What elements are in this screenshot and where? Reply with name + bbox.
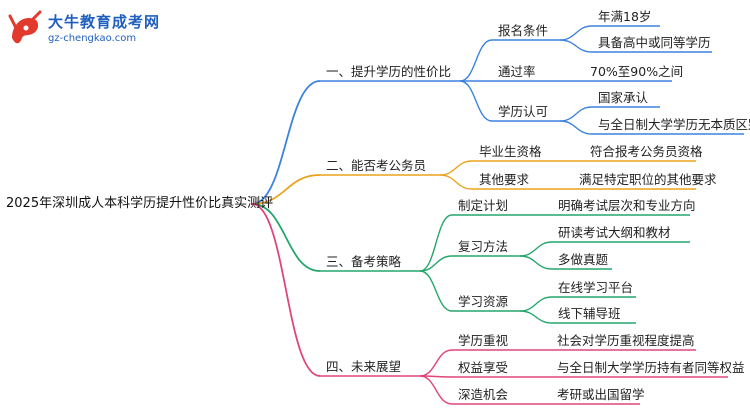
branch-3-sub-2-leaf-1: 研读考试大纲和教材 [558, 225, 671, 240]
branch-3-sub-3-link-leaf-2 [519, 310, 553, 324]
bull-logo-icon [8, 10, 42, 44]
branch-3-sub-2-link-leaf-2 [519, 255, 553, 270]
branch-3-link-sub-2 [419, 255, 453, 272]
branch-3-sub-3-leaf-2: 线下辅导班 [558, 306, 621, 321]
branch-1-sub-1-link-leaf-1 [559, 25, 593, 41]
branch-1-sub-2: 通过率 [498, 64, 536, 79]
branch-1-sub-3: 学历认可 [498, 104, 549, 119]
branch-4-sub-1: 学历重视 [458, 333, 509, 348]
logo: 大牛教育成考网 gz-chengkao.com [4, 6, 169, 56]
branch-3-link-sub-3 [419, 270, 453, 312]
branch-4-link-sub-1 [419, 349, 453, 377]
root-link-3 [251, 203, 321, 272]
logo-title: 大牛教育成考网 [48, 13, 161, 31]
branch-1-sub-1: 报名条件 [498, 23, 549, 38]
branch-2-label: 二、能否考公务员 [326, 158, 427, 173]
branch-4-sub-3: 深造机会 [458, 387, 509, 402]
root-link-2 [251, 174, 321, 205]
root-link-1 [251, 80, 321, 205]
branch-3-sub-3-leaf-1: 在线学习平台 [558, 280, 634, 295]
branch-2-link-sub-1 [439, 160, 473, 176]
branch-4-sub-2: 权益享受 [458, 360, 509, 375]
branch-2-link-sub-2 [439, 174, 473, 190]
branch-4-label: 四、未来展望 [326, 359, 402, 374]
logo-url: gz-chengkao.com [48, 33, 137, 44]
branch-1-sub-1-leaf-1: 年满18岁 [598, 9, 652, 24]
branch-4-sub-1-leaf-1: 社会对学历重视程度提高 [557, 333, 695, 348]
branch-1-label: 一、提升学历的性价比 [326, 64, 452, 79]
branch-2-sub-1-leaf-1: 符合报考公务员资格 [590, 144, 703, 159]
branch-1-sub-3-link-leaf-2 [559, 120, 593, 135]
branch-3-sub-2: 复习方法 [458, 239, 509, 254]
branch-3-sub-2-leaf-2: 多做真题 [558, 252, 609, 267]
branch-2-sub-1: 毕业生资格 [479, 144, 542, 159]
branch-3-link-sub-1 [419, 214, 453, 272]
branch-3-sub-2-link-leaf-1 [519, 241, 553, 257]
branch-1-sub-3-leaf-1: 国家承认 [598, 90, 649, 105]
branch-1-link-sub-3 [459, 80, 493, 122]
branch-2-sub-2-leaf-1: 满足特定职位的其他要求 [579, 172, 717, 187]
branch-2-sub-2: 其他要求 [479, 172, 530, 187]
branch-1-sub-1-leaf-2: 具备高中或同等学历 [598, 35, 711, 50]
branch-1-sub-2-leaf-1: 70%至90%之间 [590, 64, 684, 79]
branch-4-link-sub-3 [419, 375, 453, 405]
branch-3-sub-3-link-leaf-1 [519, 296, 553, 312]
branch-1-sub-3-link-leaf-1 [559, 106, 593, 122]
branch-3-label: 三、备考策略 [326, 254, 402, 269]
branch-3-sub-1: 制定计划 [458, 198, 509, 213]
branch-1-sub-3-leaf-2: 与全日制大学学历无本质区别 [598, 117, 750, 132]
root-link-4 [251, 203, 321, 377]
branch-4-sub-2-leaf-1: 与全日制大学学历持有者同等权益 [557, 360, 745, 375]
branch-1-sub-1-link-leaf-2 [559, 39, 593, 53]
branch-3-sub-3: 学习资源 [458, 294, 509, 309]
branch-1-link-sub-1 [459, 39, 493, 82]
root-topic: 2025年深圳成人本科学历提升性价比真实测评 [6, 196, 274, 211]
branch-4-sub-3-leaf-1: 考研或出国留学 [557, 387, 645, 402]
branch-3-sub-1-leaf-1: 明确考试层次和专业方向 [558, 198, 696, 213]
